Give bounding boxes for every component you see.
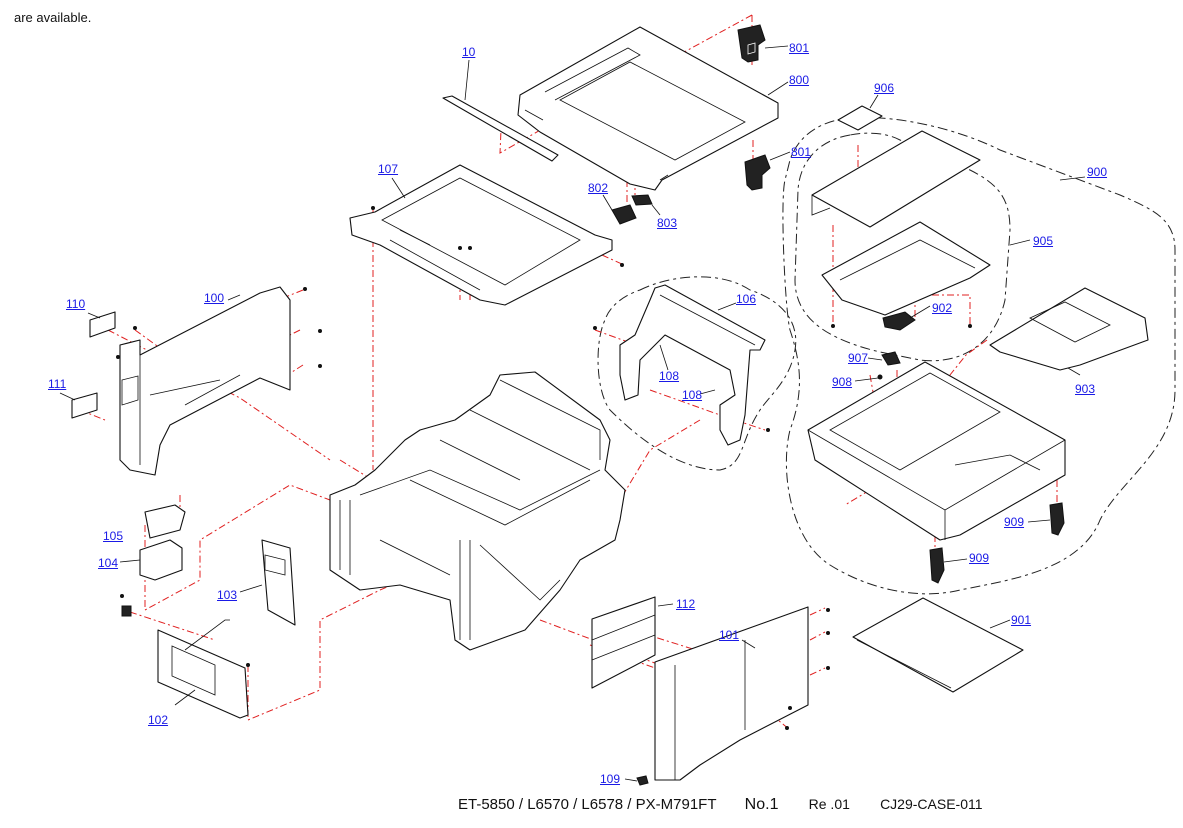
part-label-103[interactable]: 103	[217, 588, 238, 602]
part-909-foot-right	[1049, 502, 1065, 536]
part-label-104[interactable]: 104	[98, 556, 119, 570]
part-label-109[interactable]: 109	[600, 772, 621, 786]
part-909-foot-left	[929, 547, 945, 584]
leader-lines	[59, 45, 1086, 782]
part-103-panel	[261, 539, 296, 626]
footer-drawing-code: CJ29-CASE-011	[880, 796, 983, 812]
part-label-105[interactable]: 105	[103, 529, 124, 543]
part-knob	[121, 605, 132, 617]
part-label-909-left[interactable]: 909	[969, 551, 990, 565]
part-label-800[interactable]: 800	[789, 73, 810, 87]
part-902-roller	[882, 311, 916, 331]
part-label-801-upper[interactable]: 801	[789, 41, 810, 55]
footer-model-list: ET-5850 / L6570 / L6578 / PX-M791FT	[458, 796, 717, 813]
printer-main-body	[329, 371, 626, 651]
part-906-sticker	[837, 105, 883, 131]
part-801-hinge-upper	[737, 24, 766, 63]
part-label-803[interactable]: 803	[657, 216, 678, 230]
part-109-clip	[636, 775, 649, 786]
part-102-control-panel	[157, 619, 249, 719]
group-outline-900	[782, 117, 1176, 595]
part-802-clip	[611, 204, 637, 225]
part-label-907[interactable]: 907	[848, 351, 869, 365]
part-107-scanner-unit	[349, 164, 613, 306]
part-104-holder	[139, 539, 183, 581]
part-label-900[interactable]: 900	[1087, 165, 1108, 179]
part-106-frame	[619, 284, 766, 446]
part-10-strip	[442, 95, 559, 162]
diagram-footer: ET-5850 / L6570 / L6578 / PX-M791FT No.1…	[458, 796, 983, 814]
group-outline-905	[794, 132, 1011, 362]
part-label-108-left[interactable]: 108	[659, 369, 680, 383]
part-label-110[interactable]: 110	[66, 297, 86, 311]
part-label-101[interactable]: 101	[719, 628, 740, 642]
part-label-111[interactable]: 111	[48, 377, 67, 391]
part-908-screw	[877, 374, 883, 380]
part-907-lever	[881, 351, 901, 366]
part-800-scanner-frame	[517, 26, 779, 191]
part-label-106[interactable]: 106	[736, 292, 757, 306]
part-112-sheet	[591, 596, 656, 689]
part-801-hinge-lower	[744, 154, 771, 191]
part-label-902[interactable]: 902	[932, 301, 953, 315]
part-label-107[interactable]: 107	[378, 162, 399, 176]
part-label-909-right[interactable]: 909	[1004, 515, 1025, 529]
part-label-908[interactable]: 908	[832, 375, 853, 389]
part-label-802[interactable]: 802	[588, 181, 609, 195]
part-label-102[interactable]: 102	[148, 713, 169, 727]
part-label-905[interactable]: 905	[1033, 234, 1054, 248]
part-901-sheet	[852, 597, 1024, 693]
group-outline-106	[597, 276, 797, 471]
part-101-side-cover	[654, 606, 809, 781]
part-label-801-lower[interactable]: 801	[791, 145, 812, 159]
footer-sheet-number: No.1	[744, 796, 779, 813]
part-100-frame	[119, 286, 291, 476]
part-105-cover	[144, 504, 186, 539]
part-111-label	[71, 392, 98, 419]
part-110-label	[89, 311, 116, 338]
part-label-903[interactable]: 903	[1075, 382, 1096, 396]
part-903-tray	[989, 287, 1149, 371]
part-900-cassette	[807, 361, 1066, 541]
screws	[116, 206, 972, 730]
footer-revision: Re .01	[808, 796, 850, 812]
part-label-108-right[interactable]: 108	[682, 388, 703, 402]
part-label-112[interactable]: 112	[676, 597, 696, 611]
top-note: are available.	[14, 10, 92, 25]
part-905-top-cover	[811, 130, 991, 316]
part-label-10[interactable]: 10	[462, 45, 476, 59]
part-803-clip	[631, 194, 653, 206]
part-label-100[interactable]: 100	[204, 291, 225, 305]
part-label-906[interactable]: 906	[874, 81, 895, 95]
part-label-901[interactable]: 901	[1011, 613, 1032, 627]
